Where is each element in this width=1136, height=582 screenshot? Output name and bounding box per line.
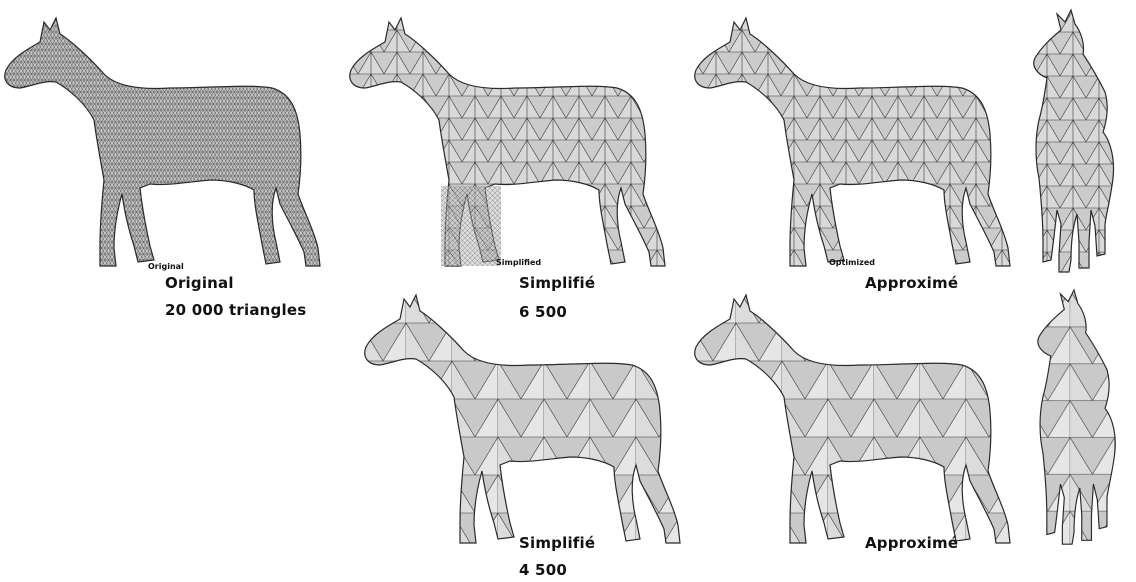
horse-mesh-optimized-top-front: [1016, 10, 1126, 278]
tag-simplified: Simplified: [496, 258, 541, 267]
caption-simplified-4500: Simplifié: [519, 534, 595, 552]
tag-original: Original: [148, 262, 184, 271]
triangle-count-4500: 4 500: [519, 561, 567, 579]
triangle-count-original: 20 000 triangles: [165, 301, 306, 319]
horse-mesh-optimized-bottom-front: [1016, 290, 1132, 550]
horse-mesh-optimized-top: [690, 8, 1020, 278]
tag-optimized: Optimized: [829, 258, 875, 267]
horse-mesh-original: [0, 8, 330, 278]
caption-original: Original: [165, 274, 234, 292]
horse-mesh-simplified-6500: [345, 8, 675, 278]
horse-mesh-simplified-4500: [360, 285, 690, 555]
caption-approximated-bottom: Approximé: [865, 534, 958, 552]
horse-mesh-optimized-bottom: [690, 285, 1020, 555]
